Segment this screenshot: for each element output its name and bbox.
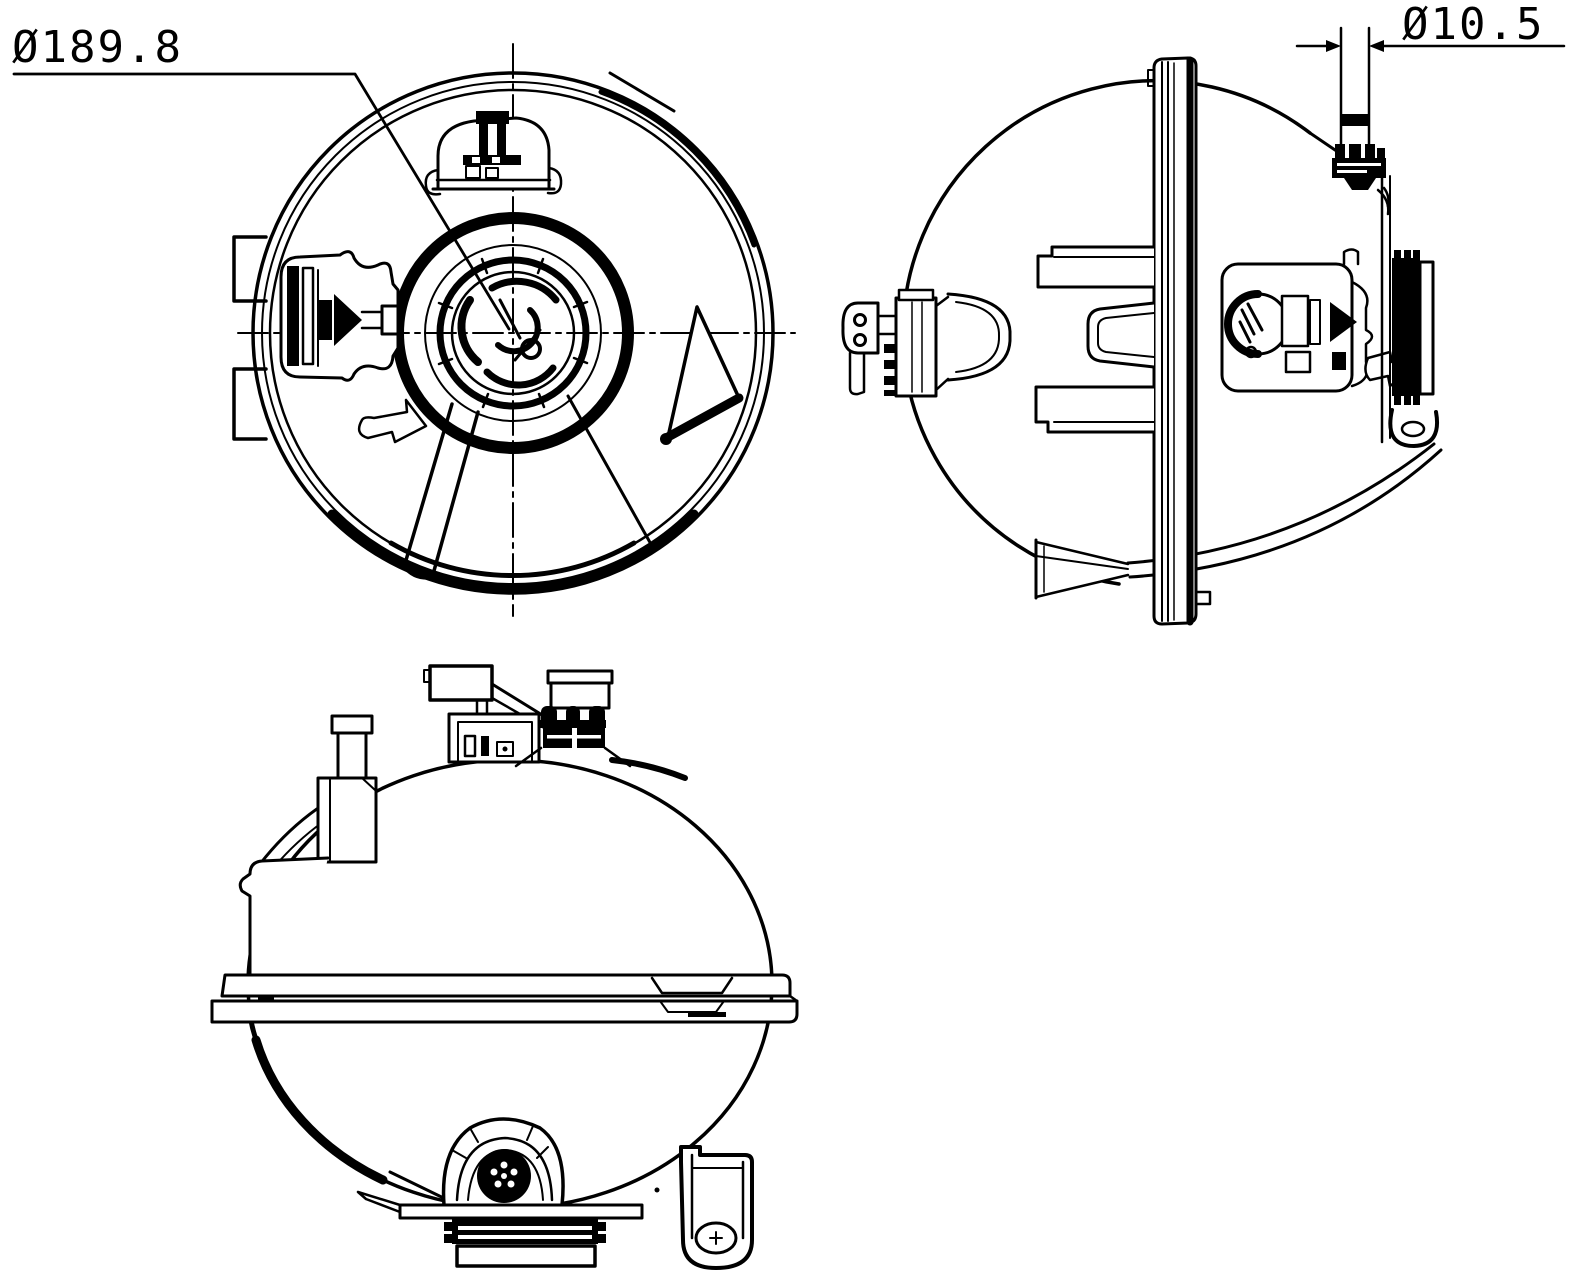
filler-neck-threads	[1376, 168, 1439, 448]
rim-shadow-top-right	[598, 89, 757, 248]
dimension-arrow-left	[1326, 40, 1341, 52]
top-connector-block	[476, 111, 509, 124]
rim-chamfer-mark	[608, 71, 676, 113]
cap-rib-ticks	[437, 257, 589, 409]
rim-shadow-bottom	[327, 509, 699, 594]
band-clip-detail	[650, 976, 734, 1017]
mount-lug	[1388, 408, 1439, 448]
bottom-threaded-neck	[356, 1190, 644, 1268]
level-pointer-triangle	[660, 305, 744, 445]
mounting-flange-plate	[1147, 56, 1212, 626]
vent-port-stem	[1332, 26, 1390, 208]
bracket-hole	[694, 1221, 738, 1255]
cap-housing-profile	[1220, 248, 1416, 393]
equator-flange-band	[210, 973, 799, 1024]
flow-arrow-outline	[357, 398, 428, 444]
front-view: Ø189.8	[12, 22, 796, 617]
tank-rim-circle-2	[261, 81, 765, 585]
mount-tab-upper	[232, 235, 268, 303]
cap-inner-ring	[424, 244, 602, 422]
connector-mount-dome	[946, 292, 1012, 382]
front-diameter-dimension: Ø189.8	[12, 22, 511, 331]
dimension-arrow-right	[1369, 40, 1384, 52]
filler-cap	[436, 256, 590, 410]
bottom-view	[210, 664, 799, 1270]
side-view: Ø10.5	[841, 0, 1566, 626]
side-sensor-connector	[841, 288, 1012, 398]
flange-foot	[1194, 590, 1212, 606]
flow-arrow-solid	[334, 294, 362, 346]
dimension-label-front-diameter: Ø189.8	[12, 22, 183, 73]
sphere-shadow-arc	[251, 1035, 388, 1185]
top-mount-bracket	[424, 111, 563, 196]
collar-shadow-arc	[609, 757, 688, 781]
capped-port	[514, 669, 688, 781]
radial-line-lower-right	[566, 394, 654, 548]
mount-tab-lower	[232, 367, 268, 441]
internal-holder-bracket	[1034, 245, 1156, 434]
bottom-right-bracket	[654, 1145, 754, 1270]
cap-arrow-solid	[1330, 302, 1357, 342]
dimension-leader-line	[12, 72, 511, 331]
left-inlet-connector	[232, 235, 428, 444]
body-to-neck-line	[1308, 131, 1340, 154]
rim-shadow-bottom-inner	[388, 540, 637, 579]
hose-nipple	[316, 714, 378, 864]
level-sensor-elbow	[423, 664, 562, 764]
bottom-sensor-dome	[441, 1117, 565, 1207]
support-strut	[402, 402, 480, 580]
port-diameter-dimension: Ø10.5	[1295, 0, 1566, 52]
lower-clip	[1034, 538, 1130, 600]
dimension-label-port-diameter: Ø10.5	[1402, 0, 1544, 50]
